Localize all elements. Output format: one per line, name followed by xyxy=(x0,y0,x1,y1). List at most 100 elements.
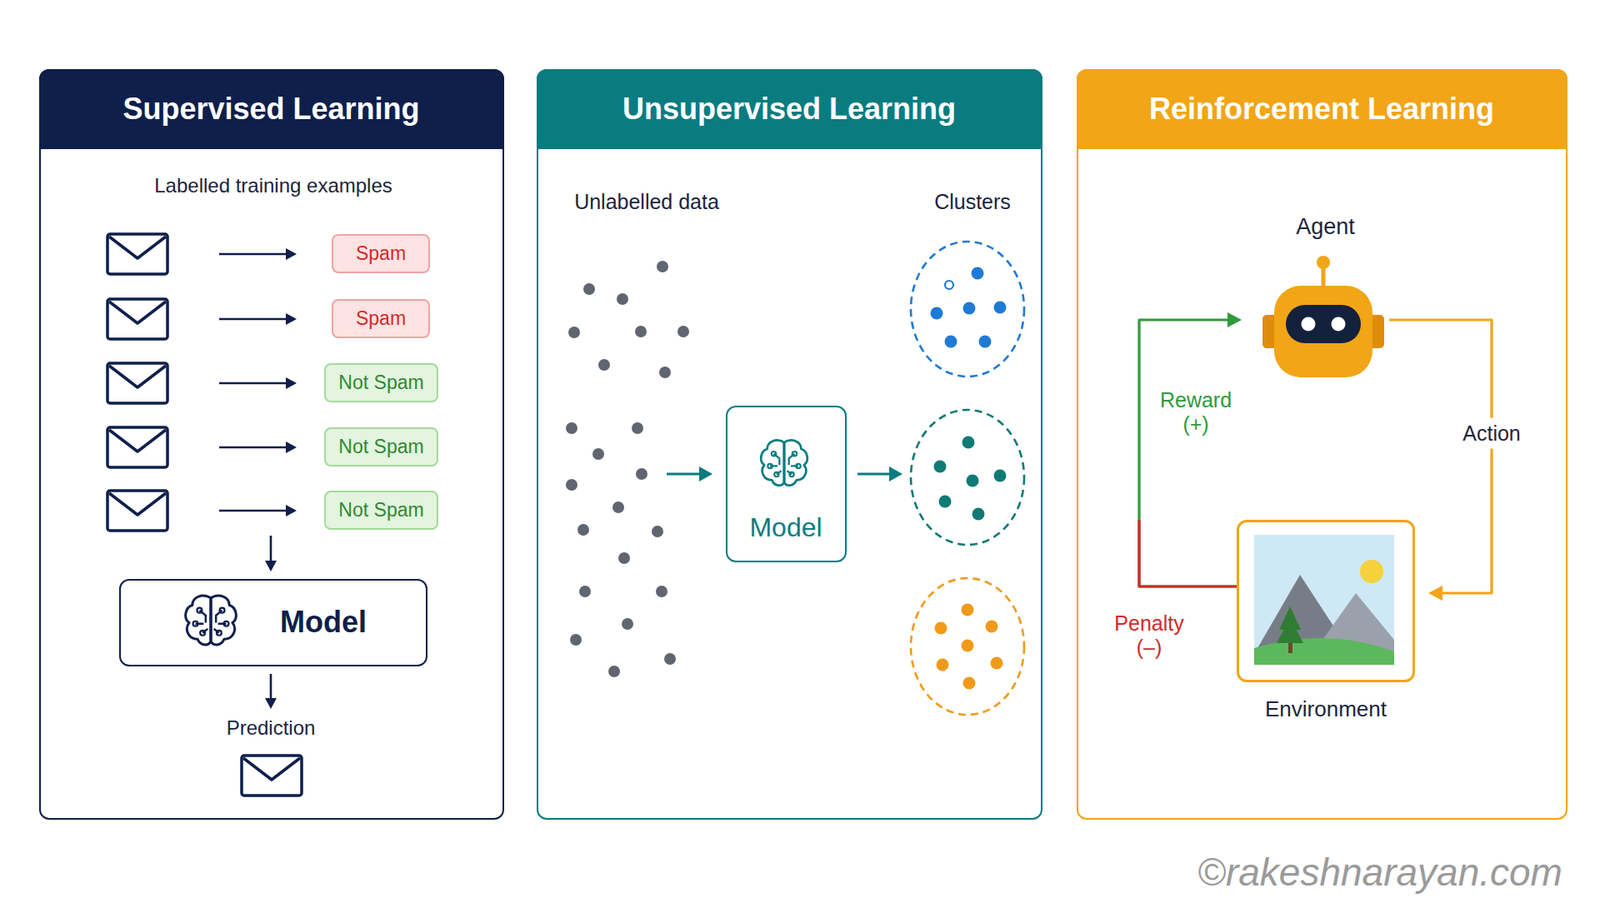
arrow-line xyxy=(219,510,288,513)
data-point xyxy=(677,325,690,338)
sky xyxy=(1254,535,1395,665)
arrow-head xyxy=(1227,312,1242,328)
panel-heading: Unsupervised Learning xyxy=(536,69,1043,150)
data-point xyxy=(963,677,976,690)
brain-icon xyxy=(185,595,237,645)
connector xyxy=(1389,320,1492,601)
email-icon xyxy=(107,490,168,531)
tree-crown xyxy=(1276,618,1304,644)
sun xyxy=(1360,560,1384,584)
data-point xyxy=(568,326,580,339)
connector-line xyxy=(1139,320,1237,587)
arrow-line xyxy=(666,473,702,476)
arrow-head xyxy=(285,377,297,390)
arrow-head xyxy=(265,560,277,572)
robot-antenna xyxy=(1321,268,1326,288)
cluster-outline xyxy=(910,410,1025,545)
arrow-head xyxy=(285,441,297,454)
data-point xyxy=(936,659,950,672)
arrow-head xyxy=(1428,585,1443,601)
email-icon xyxy=(107,234,168,275)
mountain xyxy=(1254,575,1352,655)
data-point xyxy=(961,604,975,617)
data-point xyxy=(985,620,999,634)
environment-heading: Environment xyxy=(1205,695,1446,725)
data-point xyxy=(655,585,668,598)
data-point xyxy=(577,524,590,536)
learning-panel: Unsupervised LearningModel xyxy=(536,69,1043,820)
cluster-outline xyxy=(910,241,1025,377)
model-box: Model xyxy=(725,405,847,563)
data-point xyxy=(592,448,605,460)
data-point xyxy=(616,293,629,305)
data-point xyxy=(939,495,952,509)
label-arrows xyxy=(219,248,297,710)
data-point xyxy=(994,301,1007,315)
class-label: Not Spam xyxy=(325,492,437,529)
data-point xyxy=(631,422,644,435)
model-label: Model xyxy=(260,580,386,665)
class-label: Spam xyxy=(333,300,429,337)
class-tag: Spam xyxy=(331,234,430,274)
arrow-head xyxy=(889,466,903,482)
arrow-line xyxy=(270,674,273,700)
data-point xyxy=(565,479,578,491)
arrow-line xyxy=(219,253,288,256)
class-tag: Spam xyxy=(331,299,430,339)
class-tag: Not Spam xyxy=(324,490,439,530)
robot-eye xyxy=(1301,317,1316,332)
arrow-head xyxy=(285,505,297,517)
environment-box: Environment xyxy=(1236,520,1415,683)
class-label: Not Spam xyxy=(325,429,437,465)
arrow-line xyxy=(219,318,288,321)
email-icon xyxy=(241,755,302,796)
robot-ear xyxy=(1369,315,1385,349)
data-point xyxy=(961,640,975,653)
email-icon xyxy=(107,427,168,468)
data-point xyxy=(570,634,582,646)
data-point xyxy=(935,622,948,635)
robot-eye xyxy=(1331,317,1346,332)
data-point xyxy=(664,653,676,665)
data-point xyxy=(994,470,1007,483)
data-point xyxy=(963,302,976,315)
tree-crown xyxy=(1279,606,1301,630)
arrow-head xyxy=(699,466,713,482)
data-point xyxy=(618,552,630,565)
class-tag: Not Spam xyxy=(324,427,439,467)
model-box: Model xyxy=(119,579,428,667)
data-point xyxy=(608,665,620,678)
data-point xyxy=(962,436,975,450)
arrow-head xyxy=(285,313,297,325)
annotation-text: Unlabelled data xyxy=(574,190,720,215)
arrow-line xyxy=(219,382,288,385)
data-point xyxy=(971,267,985,280)
agent-node: Agent xyxy=(1261,287,1390,380)
data-point xyxy=(635,325,647,338)
data-point xyxy=(990,657,1004,670)
environment-picture xyxy=(1254,535,1395,665)
data-point xyxy=(945,335,958,349)
data-point xyxy=(565,422,578,435)
watermark: ©rakeshnarayan.com xyxy=(1197,850,1563,895)
data-point xyxy=(621,618,634,630)
connector-line xyxy=(1139,520,1237,587)
connector-label: Reward (+) xyxy=(1154,388,1238,437)
mountain xyxy=(1312,593,1395,655)
data-point xyxy=(635,468,648,480)
data-point xyxy=(979,335,992,349)
arrow-head xyxy=(265,698,277,710)
connector-label: Action xyxy=(1460,418,1522,450)
panel-heading: Supervised Learning xyxy=(39,69,505,150)
annotation-text: Clusters xyxy=(934,190,1011,215)
email-icon xyxy=(107,363,168,404)
data-point xyxy=(656,260,669,273)
data-point xyxy=(930,307,944,320)
data-point xyxy=(945,280,954,290)
robot-ear xyxy=(1262,315,1278,349)
model-label: Model xyxy=(727,510,845,545)
cluster-outline xyxy=(910,578,1025,715)
connector xyxy=(1139,312,1242,587)
data-point xyxy=(612,501,625,514)
annotation-text: Prediction xyxy=(226,716,316,740)
